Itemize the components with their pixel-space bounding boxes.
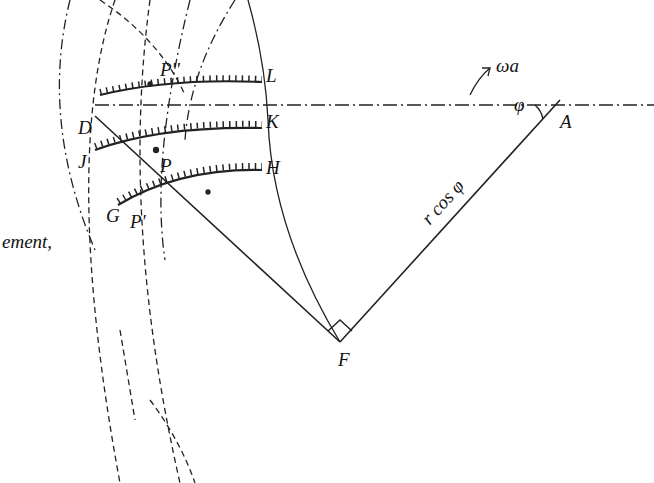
point-label: P bbox=[160, 156, 172, 175]
point-label: F bbox=[338, 350, 350, 369]
point-label: D bbox=[78, 118, 92, 137]
point-label: ement, bbox=[2, 232, 52, 251]
point-label: J bbox=[78, 152, 86, 171]
point-label: φ bbox=[514, 95, 525, 114]
point-label: G bbox=[106, 206, 120, 225]
point-label: K bbox=[266, 112, 279, 131]
point-label: H bbox=[266, 158, 280, 177]
point-label: L bbox=[266, 66, 277, 85]
point-label: r cos φ bbox=[418, 176, 467, 228]
point-label: P'' bbox=[160, 60, 180, 79]
point-label: P' bbox=[130, 212, 146, 231]
point-label: ωa bbox=[496, 56, 519, 75]
point-label: A bbox=[560, 112, 572, 131]
